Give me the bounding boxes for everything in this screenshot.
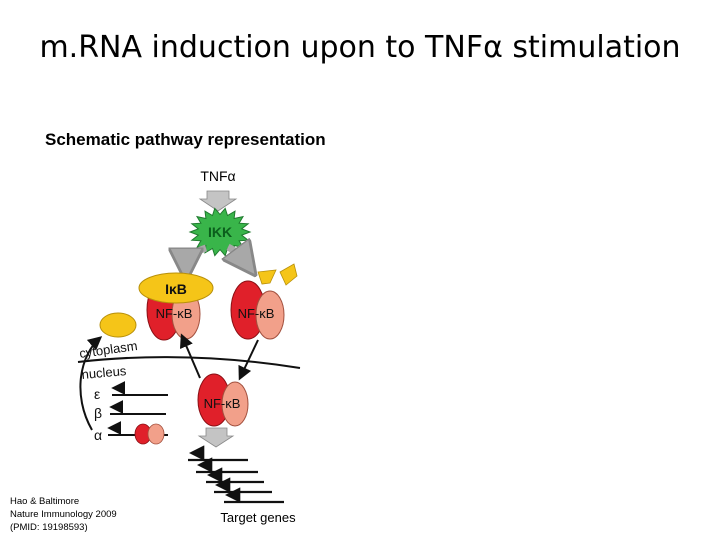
nfkb-left-label: NF-κB (156, 306, 193, 321)
ikb-fragment-1 (257, 269, 277, 285)
gene-epsilon-label: ε (94, 386, 100, 402)
ikb-fragment-2 (279, 263, 298, 286)
ikk-to-degradation-arrow (228, 247, 250, 268)
ikb-new (99, 312, 137, 338)
gene-alpha-label: α (94, 427, 102, 443)
nfkb-nuclear-pink (221, 381, 249, 427)
ikb-label: IκB (165, 281, 187, 297)
nfkb-right-label: NF-κB (238, 306, 275, 321)
nfkb-nuclear-label: NF-κB (204, 396, 241, 411)
target-genes-label: Target genes (220, 510, 296, 525)
ikk-to-ikb-arrow (186, 244, 208, 272)
nuclear-membrane (77, 356, 301, 369)
nfkb-on-alpha-pink (147, 423, 165, 445)
citation-journal: Nature Immunology 2009 (10, 509, 117, 520)
ikk-label: IKK (208, 224, 232, 240)
slide-title: m.RNA induction upon to TNFα stimulation (39, 30, 681, 65)
mrna-export-arrow (79, 336, 103, 431)
target-genes (188, 445, 284, 504)
target-arrow (197, 427, 235, 448)
stimulus-arrow (198, 190, 238, 212)
nucleus-label: nucleus (81, 363, 127, 382)
gene-beta-label: β (94, 405, 102, 421)
citation: Hao & Baltimore Nature Immunology 2009 (… (10, 495, 117, 534)
ikb-bound (138, 272, 214, 304)
citation-pmid: (PMID: 19198593) (10, 522, 88, 533)
diagram-subtitle: Schematic pathway representation (45, 130, 326, 149)
nfkb-right-pink (255, 290, 285, 340)
citation-authors: Hao & Baltimore (10, 496, 80, 507)
import-arrow-right (238, 339, 259, 381)
tnf-alpha-label: TNFα (200, 168, 235, 184)
import-arrow-left (179, 333, 201, 379)
